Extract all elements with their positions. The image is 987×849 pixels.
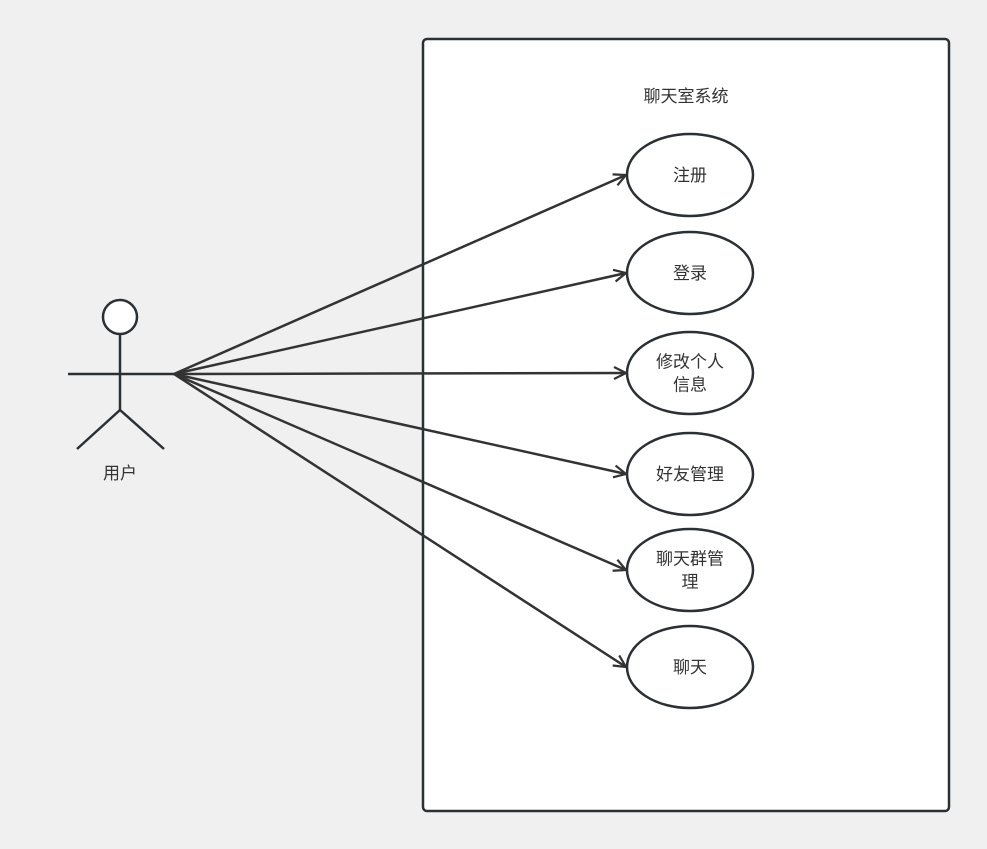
use-case-ellipse[interactable]	[625, 527, 755, 613]
association-arrow[interactable]	[173, 372, 626, 667]
association-arrow[interactable]	[173, 273, 626, 376]
association-arrow[interactable]	[173, 373, 626, 374]
use-case-label: 聊天	[673, 658, 707, 678]
use-case-label: 登录	[673, 264, 707, 284]
system-boundary[interactable]	[421, 37, 951, 813]
association-arrow[interactable]	[173, 175, 626, 376]
use-case-label: 理	[682, 573, 699, 593]
use-case-label: 聊天群管	[656, 550, 724, 570]
use-case-label: 修改个人	[656, 353, 724, 373]
association-arrow[interactable]	[173, 372, 626, 474]
association-arrow[interactable]	[173, 372, 626, 570]
use-case-ellipse[interactable]	[625, 431, 755, 517]
use-case-label: 注册	[673, 166, 707, 186]
actor-label: 用户	[103, 464, 137, 484]
use-case-ellipse[interactable]	[625, 624, 755, 710]
actor-right-leg	[119, 409, 165, 450]
use-case-label: 信息	[673, 376, 707, 396]
actor-head	[101, 298, 139, 336]
use-case-ellipse[interactable]	[625, 230, 755, 316]
actor-user[interactable]	[68, 298, 174, 450]
use-case-label: 好友管理	[656, 465, 724, 485]
use-case-ellipse[interactable]	[625, 132, 755, 218]
actor-left-leg	[76, 409, 121, 450]
use-case-ellipse[interactable]	[625, 330, 755, 416]
system-title: 聊天室系统	[644, 87, 729, 107]
